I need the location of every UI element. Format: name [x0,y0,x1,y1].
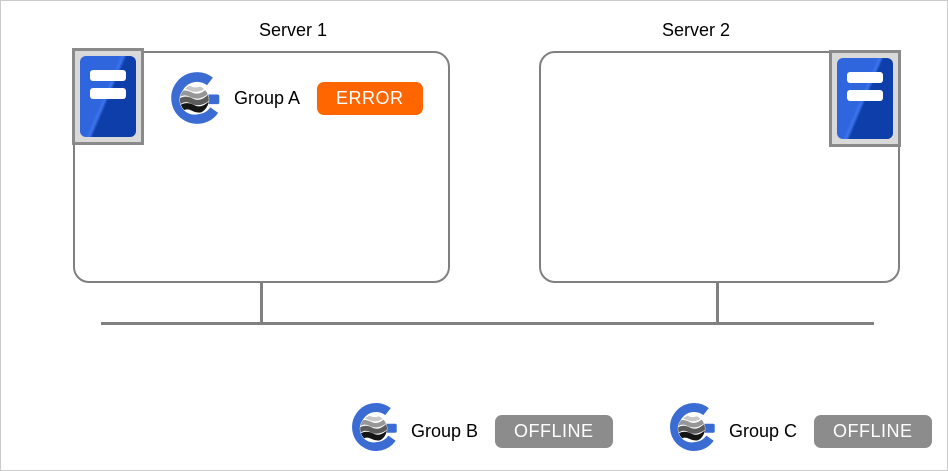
group-name: Group A [234,87,301,108]
rack-body [80,56,136,137]
group-a-row[interactable]: Group A ERROR [169,70,423,126]
group-globe-icon [169,70,225,126]
group-globe-icon [668,401,720,453]
server2-rack-icon [829,50,901,147]
network-bus-line [101,322,874,325]
status-badge-error: ERROR [317,81,423,115]
server2-connector-line [716,283,719,323]
server1-rack-icon [72,48,144,145]
server2-title: Server 2 [661,20,731,40]
server1-title: Server 1 [258,20,328,40]
rack-slot-bar [90,70,126,81]
rack-slot-bar [847,90,883,101]
group-name: Group C [729,420,798,441]
group-globe-icon [350,401,402,453]
status-badge-offline: OFFLINE [495,414,613,448]
server1-connector-line [260,283,263,323]
rack-slot-bar [90,88,126,99]
rack-slot-bar [847,72,883,83]
group-b-row[interactable]: Group B OFFLINE [350,401,613,453]
group-c-row[interactable]: Group C OFFLINE [668,401,932,453]
status-badge-offline: OFFLINE [814,414,932,448]
rack-body [837,58,893,139]
group-name: Group B [411,420,479,441]
